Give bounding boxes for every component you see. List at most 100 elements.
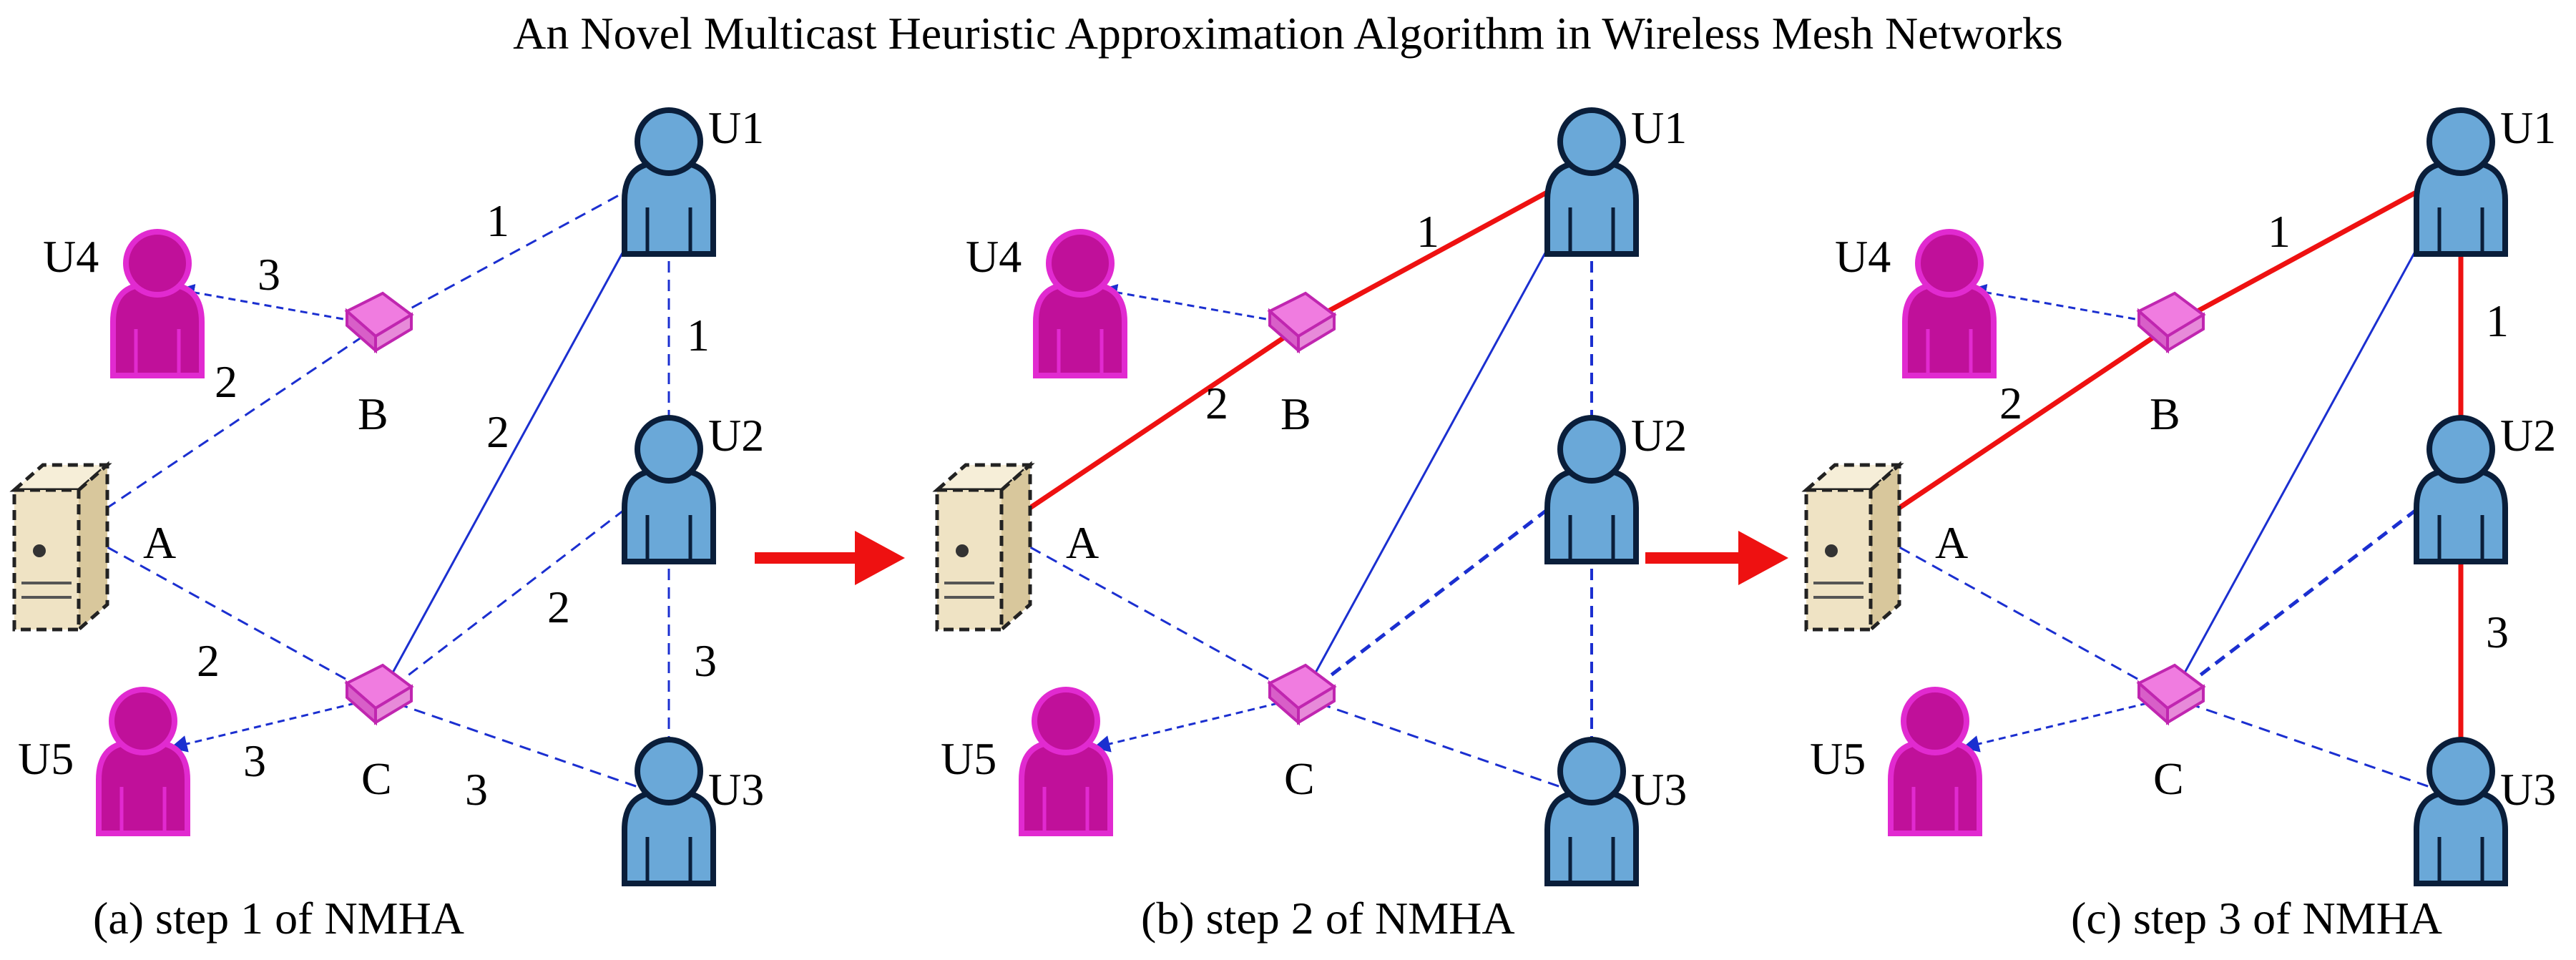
edge-weight-label: 2 [486,406,509,457]
step-arrow-1 [755,531,905,585]
edge-weight-label: 3 [694,635,717,686]
user-head [2426,107,2495,176]
user-node-u1 [2414,107,2508,257]
user-head [1032,687,1100,755]
tree-link-a-b [1866,323,2173,532]
edge-weight-label: 1 [2486,295,2509,346]
edge-weight-label: 2 [197,635,220,686]
user-node-u1 [622,107,716,257]
weight-labels: 12 [1205,206,1439,428]
server-side [77,461,109,634]
user-head [109,687,177,755]
router-node-b [2136,291,2206,354]
server-front [12,488,81,632]
node-label-u5: U5 [18,733,74,784]
user-head [1557,737,1626,805]
user-node-u2 [2414,415,2508,564]
user-arm-lines [134,329,181,373]
node-label-u5: U5 [941,733,996,784]
tree-link-b-u1 [2170,165,2462,328]
user-arm-lines [2437,207,2484,252]
edge-weight-label: 2 [1999,378,2022,428]
user-arm-lines [645,207,692,252]
step-arrows [755,531,1788,585]
user-arm-lines [119,787,167,831]
user-body [622,790,716,886]
nodes [1801,107,2508,886]
node-label-u3: U3 [1631,764,1687,815]
user-arm-lines [1568,207,1615,252]
nodes [932,107,1639,886]
user-body [2414,468,2508,564]
link-u1-c [378,167,670,700]
user-node-u4 [110,229,205,378]
edge-weight-label: 1 [2268,206,2291,257]
user-node-u5 [1888,687,1982,836]
link-b-u4 [1969,283,2172,327]
node-label-c: C [1284,753,1315,804]
user-node-u3 [2414,737,2508,886]
link-b-u4 [1100,283,1303,327]
node-label-a: A [1935,517,1968,568]
link-c-u2 [378,474,670,699]
user-head [1557,107,1626,176]
server-node-a [932,461,1035,634]
user-node-u2 [1544,415,1639,564]
user-node-u5 [96,687,190,836]
arrow-head [855,531,905,585]
server-node-a [9,461,112,634]
server-front [1804,488,1873,632]
link-a-b [74,324,380,531]
user-arm-lines [1057,329,1104,373]
server-led [956,544,969,557]
user-body [622,160,716,257]
user-node-u5 [1019,687,1113,836]
node-label-u2: U2 [708,410,764,461]
figure-title: An Novel Multicast Heuristic Approximati… [513,8,2063,59]
node-label-a: A [143,517,176,568]
links [74,167,670,799]
user-body [96,740,190,836]
node-label-u1: U1 [708,102,764,153]
user-node-u4 [1033,229,1127,378]
node-label-b: B [2150,388,2180,439]
node-label-c: C [361,753,392,804]
user-body [1544,160,1639,257]
node-label-b: B [358,388,388,439]
user-node-u3 [1544,737,1639,886]
link-u1-c [1301,167,1593,700]
edge-weight-label: 1 [687,310,710,361]
user-arm-lines [645,515,692,559]
node-label-a: A [1066,517,1099,568]
tree-link-b-u1 [1301,165,1593,328]
node-label-u3: U3 [2500,764,2556,815]
link-c-u3 [378,696,670,799]
user-body [1544,790,1639,886]
edge-weight-label: 3 [465,764,488,815]
user-head [2426,415,2495,484]
link-a-c [997,528,1303,699]
link-a-c [1866,528,2172,699]
link-c-u5 [170,696,380,753]
link-a-c [74,528,380,699]
node-label-u3: U3 [708,764,764,815]
edge-weight-label: 3 [243,735,266,786]
user-body [1544,468,1639,564]
link-c-u3 [1301,696,1592,799]
user-head [1557,415,1626,484]
user-arm-lines [645,837,692,881]
user-head [1901,687,1969,755]
node-label-u5: U5 [1810,733,1866,784]
user-head [635,415,703,484]
user-body [1033,282,1127,378]
node-label-b: B [1280,388,1311,439]
user-arm-lines [1568,515,1615,559]
